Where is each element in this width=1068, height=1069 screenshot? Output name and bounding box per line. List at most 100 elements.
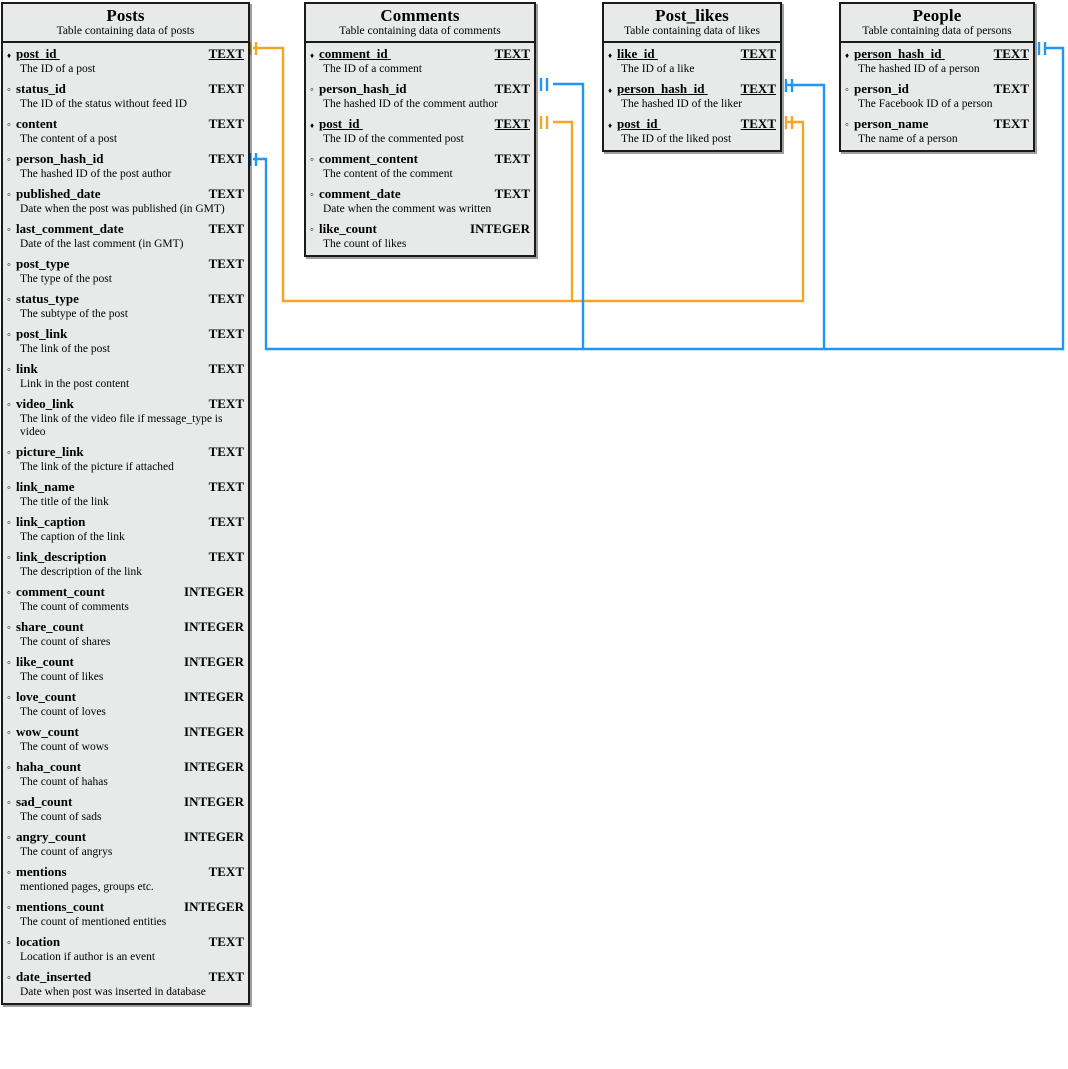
attribute-name: love_count [16, 689, 76, 704]
attribute-spacer [79, 724, 176, 739]
attribute-line: ◦haha_count INTEGER [7, 759, 244, 776]
attribute-line: ◦person_hash_id TEXT [7, 151, 244, 168]
attribute-spacer [359, 116, 486, 131]
attribute-spacer [101, 186, 201, 201]
attribute-description: The count of hahas [20, 776, 108, 788]
attribute-line: ♦like_id TEXT [608, 46, 776, 63]
link-people-person_hash_id [253, 46, 1065, 351]
entity-comments-subtitle: Table containing data of comments [339, 25, 501, 37]
entity-post-likes-title: Post_likes [655, 6, 729, 25]
attribute-spacer [406, 81, 486, 96]
attribute-spacer [75, 479, 201, 494]
entity-posts-title: Posts [106, 6, 145, 25]
attribute-description: The count of loves [20, 706, 106, 718]
attribute-description: The content of the comment [323, 168, 453, 180]
attribute-spacer [657, 116, 732, 131]
attribute-bullet-icon: ◦ [7, 832, 11, 844]
attribute-description: The count of comments [20, 601, 129, 613]
attribute-bullet-icon: ◦ [7, 517, 11, 529]
attribute-description: The count of angrys [20, 846, 113, 858]
attribute-description: The link of the picture if attached [20, 461, 174, 473]
attribute-type: TEXT [993, 81, 1029, 96]
attribute-line: ◦link TEXT [7, 361, 244, 378]
attribute-name: picture_link [16, 444, 84, 459]
attribute-description: The count of mentioned entities [20, 916, 167, 928]
attribute-spacer [418, 151, 487, 166]
attribute-type: TEXT [208, 934, 244, 949]
attribute-name: link_caption [16, 514, 86, 529]
attribute-name: link_name [16, 479, 75, 494]
attribute-line: ◦last_comment_date TEXT [7, 221, 244, 238]
attribute-line: ◦sad_count INTEGER [7, 794, 244, 811]
attribute-bullet-icon: ◦ [7, 482, 11, 494]
attribute-bullet-icon: ◦ [310, 224, 314, 236]
entity-post-likes[interactable]: Post_likes Table containing data of like… [602, 2, 782, 152]
attribute-spacer [106, 549, 200, 564]
attribute-type: TEXT [993, 116, 1029, 131]
attribute-description: The ID of a comment [323, 63, 422, 75]
attribute-line: ◦like_count INTEGER [310, 221, 530, 238]
attribute-description: Link in the post content [20, 378, 130, 390]
attribute-name: status_type [16, 291, 79, 306]
primary-key-icon: ♦ [7, 51, 12, 60]
attribute-line: ◦link_name TEXT [7, 479, 244, 496]
attribute-line: ◦angry_count INTEGER [7, 829, 244, 846]
attribute-type: TEXT [494, 151, 530, 166]
attribute-spacer [103, 151, 200, 166]
attribute-name: person_name [854, 116, 929, 131]
attribute-line: ◦content TEXT [7, 116, 244, 133]
attribute-bullet-icon: ◦ [7, 937, 11, 949]
attribute-description: Date when the post was published (in GMT… [20, 203, 225, 215]
primary-key-icon: ♦ [845, 51, 850, 60]
attribute-spacer [79, 291, 201, 306]
attribute-name: person_hash_id [854, 46, 942, 61]
attribute-name: mentions_count [16, 899, 105, 914]
attribute-description: The hashed ID of the liker [621, 98, 743, 110]
attribute-bullet-icon: ◦ [7, 692, 11, 704]
entity-people[interactable]: People Table containing data of persons … [839, 2, 1035, 152]
entity-posts[interactable]: Posts Table containing data of posts ♦po… [1, 2, 250, 1005]
attribute-spacer [84, 444, 201, 459]
entity-comments[interactable]: Comments Table containing data of commen… [304, 2, 536, 257]
attribute-line: ◦mentions TEXT [7, 864, 244, 881]
